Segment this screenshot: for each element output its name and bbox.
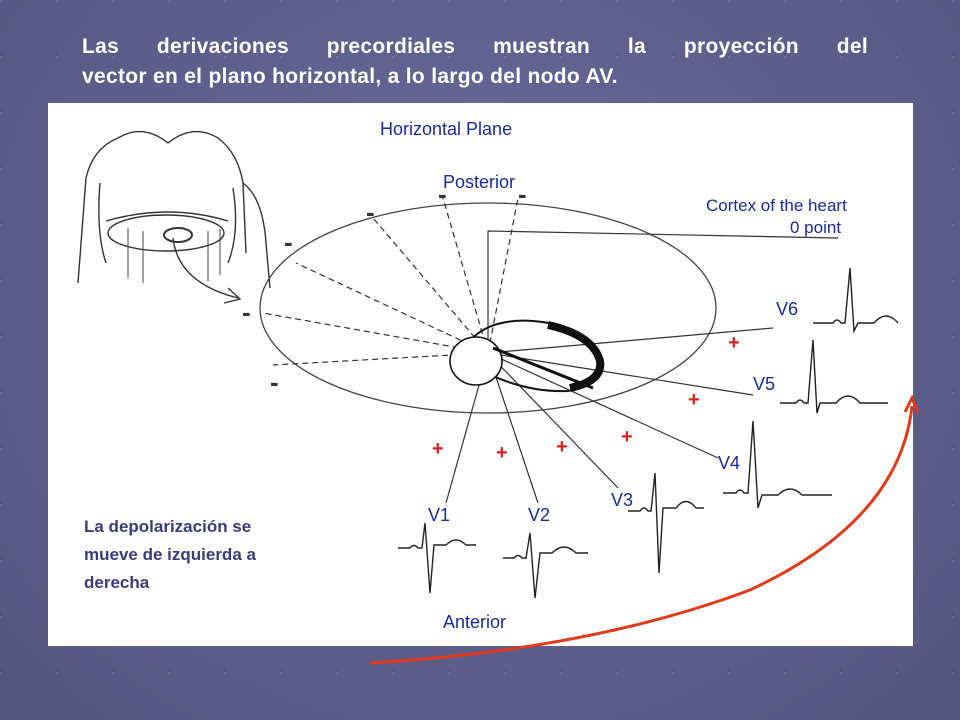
svg-text:+: + bbox=[621, 426, 633, 448]
svg-text:-: - bbox=[284, 227, 293, 257]
torso-sketch bbox=[77, 130, 271, 289]
ecg-trace-v1 bbox=[398, 522, 476, 594]
svg-text:+: + bbox=[496, 442, 508, 464]
svg-text:-: - bbox=[518, 179, 527, 209]
ecg-trace-v6 bbox=[813, 267, 899, 334]
lead-label-v2: V2 bbox=[528, 505, 550, 525]
svg-text:-: - bbox=[270, 367, 279, 397]
lead-label-v3: V3 bbox=[611, 490, 633, 510]
ecg-trace-v2 bbox=[503, 532, 588, 599]
negative-pole-markers: - - - - - - bbox=[242, 179, 527, 397]
svg-text:+: + bbox=[728, 332, 740, 354]
svg-text:+: + bbox=[432, 438, 444, 460]
horizontal-plane-title: Horizontal Plane bbox=[380, 119, 512, 139]
lead-label-v4: V4 bbox=[718, 453, 740, 473]
lead-label-v6: V6 bbox=[776, 299, 798, 319]
svg-text:-: - bbox=[366, 197, 375, 227]
cortex-label-line2: 0 point bbox=[790, 218, 841, 237]
caption-line-2: mueve de izquierda a bbox=[84, 545, 256, 564]
slide-title: Las derivaciones precordiales muestran l… bbox=[82, 32, 868, 92]
torso-arrow bbox=[172, 237, 239, 299]
svg-text:+: + bbox=[556, 436, 568, 458]
torso-arrowhead bbox=[223, 287, 242, 304]
anterior-label: Anterior bbox=[443, 612, 506, 632]
heart-sketch bbox=[449, 319, 605, 393]
caption-line-1: La depolarización se bbox=[84, 517, 252, 536]
cortex-pointer-line bbox=[487, 230, 839, 353]
ecg-trace-v5 bbox=[780, 339, 888, 414]
title-line-2: vector en el plano horizontal, a lo larg… bbox=[82, 65, 618, 88]
svg-text:-: - bbox=[438, 179, 447, 209]
lead-label-v5: V5 bbox=[753, 374, 775, 394]
title-line-1: Las derivaciones precordiales muestran l… bbox=[82, 35, 868, 58]
figure-drawing: Horizontal Plane Posterior Anterior Cort… bbox=[77, 119, 899, 632]
lead-label-v1: V1 bbox=[428, 505, 450, 525]
caption-line-3: derecha bbox=[84, 573, 150, 592]
cortex-label-line1: Cortex of the heart bbox=[706, 196, 847, 215]
svg-text:-: - bbox=[242, 297, 251, 327]
svg-text:+: + bbox=[688, 389, 700, 411]
ecg-trace-v3 bbox=[628, 472, 704, 574]
depolarization-caption: La depolarización se mueve de izquierda … bbox=[84, 513, 354, 597]
posterior-label: Posterior bbox=[443, 172, 515, 192]
